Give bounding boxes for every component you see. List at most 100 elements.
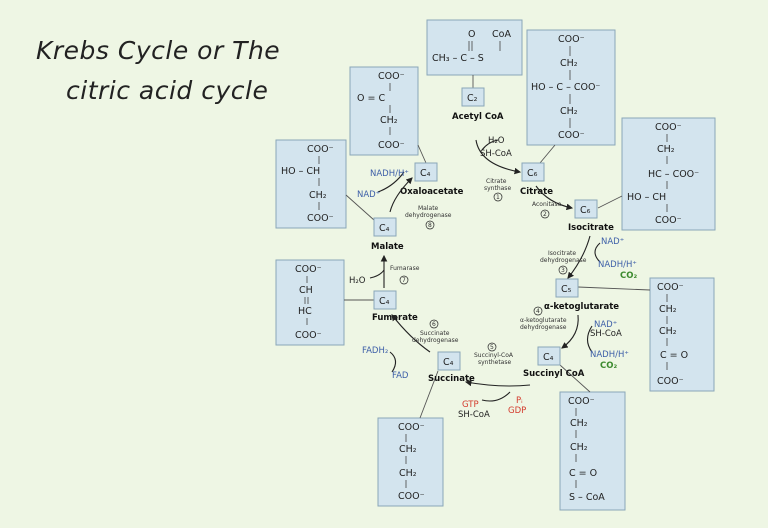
diagram-label: 1: [496, 194, 500, 201]
diagram-label: FADH₂: [362, 346, 388, 356]
diagram-label: CH₂: [309, 190, 327, 201]
ch3-c-s-label: CH₃ – C – S: [432, 53, 484, 64]
diagram-label: HO – C – COO⁻: [531, 82, 600, 93]
alpha-ketoglutarate-structure: COO⁻ CH₂ CH₂ C = O COO⁻: [649, 277, 715, 392]
diagram-label: C₄: [379, 296, 390, 307]
carbon-c6-isocitrate: C₆: [574, 199, 598, 219]
diagram-label: O = C: [357, 93, 385, 104]
diagram-label: COO⁻: [657, 282, 684, 293]
diagram-label: COO⁻: [558, 34, 585, 45]
diagram-label: COO⁻: [655, 122, 682, 133]
diagram-label: 2: [543, 211, 547, 218]
oxaloacetate-label: Oxaloacetate: [400, 187, 464, 197]
acetyl-coa-label: Acetyl CoA: [452, 112, 504, 122]
diagram-label: dehydrogenase: [520, 324, 567, 331]
diagram-label: CH₂: [570, 418, 588, 429]
diagram-label: C = O: [569, 468, 597, 479]
diagram-label: H₂O: [488, 136, 505, 146]
diagram-label: H₂O: [349, 276, 366, 286]
carbon-c5-akg: C₅: [555, 278, 579, 298]
diagram-label: CH₂: [659, 326, 677, 337]
diagram-label: NAD⁺: [594, 320, 617, 330]
malate-label: Malate: [371, 242, 404, 252]
diagram-label: COO⁻: [398, 491, 425, 502]
diagram-label: 6: [432, 321, 436, 328]
diagram-label: C₆: [527, 168, 538, 179]
diagram-label: C₅: [561, 284, 572, 295]
diagram-label: C₄: [379, 223, 390, 234]
diagram-label: COO⁻: [568, 396, 595, 407]
diagram-label: dehydrogenase: [412, 337, 459, 344]
diagram-label: COO⁻: [398, 422, 425, 433]
diagram-label: C₄: [420, 168, 431, 179]
succinyl-coa-label: Succinyl CoA: [523, 369, 585, 379]
coa-label: CoA: [492, 29, 511, 40]
carbon-c4-oxaloacetate: C₄: [414, 162, 438, 182]
diagram-label: Malate: [418, 205, 439, 212]
diagram-label: HO – CH: [281, 166, 320, 177]
diagram-label: CH₂: [560, 58, 578, 69]
malate-structure: COO⁻ HO – CH CH₂ COO⁻: [275, 139, 347, 229]
succinate-structure: COO⁻ CH₂ CH₂ COO⁻: [377, 417, 444, 507]
diagram-label: S – CoA: [569, 492, 605, 503]
diagram-label: Pᵢ: [516, 396, 523, 406]
diagram-label: 3: [561, 267, 565, 274]
diagram-label: C₄: [443, 357, 454, 368]
diagram-label: NAD⁺: [357, 190, 380, 200]
diagram-label: HC – COO⁻: [648, 169, 699, 180]
diagram-label: NADH/H⁺: [590, 350, 629, 360]
diagram-label: CH₂: [399, 468, 417, 479]
diagram-label: GDP: [508, 406, 526, 416]
diagram-label: COO⁻: [558, 130, 585, 141]
diagram-label: α-ketoglutarate: [520, 317, 567, 324]
diagram-label: CO₂: [600, 361, 617, 371]
diagram-label: COO⁻: [307, 213, 334, 224]
diagram-label: Succinate: [420, 330, 450, 337]
diagram-label: SH-CoA: [480, 149, 512, 159]
diagram-label: COO⁻: [378, 140, 405, 151]
diagram-label: 7: [402, 277, 406, 284]
diagram-label: dehydrogenase: [405, 212, 452, 219]
diagram-label: Citrate: [486, 178, 507, 185]
diagram-label: CH₂: [659, 304, 677, 315]
carbon-c4-succinyl: C₄: [537, 346, 561, 366]
diagram-label: COO⁻: [655, 215, 682, 226]
diagram-label: COO⁻: [657, 376, 684, 387]
carbon-c4-malate: C₄: [373, 217, 397, 237]
diagram-label: Fumarase: [390, 265, 420, 272]
carbon-c2-acetyl: C₂: [461, 87, 485, 107]
diagram-label: CH₂: [560, 106, 578, 117]
isocitrate-label: Isocitrate: [568, 223, 614, 233]
diagram-label: 4: [536, 308, 540, 315]
diagram-label: synthase: [484, 185, 511, 192]
citrate-structure: COO⁻ CH₂ HO – C – COO⁻ CH₂ COO⁻: [526, 29, 616, 146]
diagram-label: NAD⁺: [601, 237, 624, 247]
diagram-label: HO – CH: [627, 192, 666, 203]
succinate-label: Succinate: [428, 374, 475, 384]
title-line-2: citric acid cycle: [66, 76, 269, 105]
diagram-label: CO₂: [620, 271, 637, 281]
diagram-label: CH₂: [399, 444, 417, 455]
diagram-label: HC: [298, 306, 312, 317]
diagram-label: CH₂: [570, 442, 588, 453]
diagram-label: 8: [428, 222, 432, 229]
diagram-label: 5: [490, 344, 494, 351]
diagram-label: Aconitase: [532, 201, 562, 208]
carbon-c6-citrate: C₆: [521, 162, 545, 182]
diagram-label: SH-CoA: [458, 410, 490, 420]
carbon-c4-succinate: C₄: [437, 351, 461, 371]
diagram-label: C = O: [660, 350, 688, 361]
diagram-label: GTP: [462, 400, 479, 410]
fumarate-structure: COO⁻ CH HC COO⁻: [275, 259, 345, 346]
diagram-label: C₄: [543, 352, 554, 363]
diagram-label: synthetase: [478, 359, 511, 366]
diagram-label: C₂: [467, 93, 478, 104]
diagram-label: NADH/H⁺: [370, 169, 409, 179]
citrate-label: Citrate: [520, 187, 553, 197]
diagram-label: C₆: [580, 205, 591, 216]
diagram-label: COO⁻: [307, 144, 334, 155]
diagram-label: COO⁻: [295, 264, 322, 275]
diagram-label: Isocitrate: [548, 250, 576, 257]
akg-label: α-ketoglutarate: [544, 302, 619, 312]
